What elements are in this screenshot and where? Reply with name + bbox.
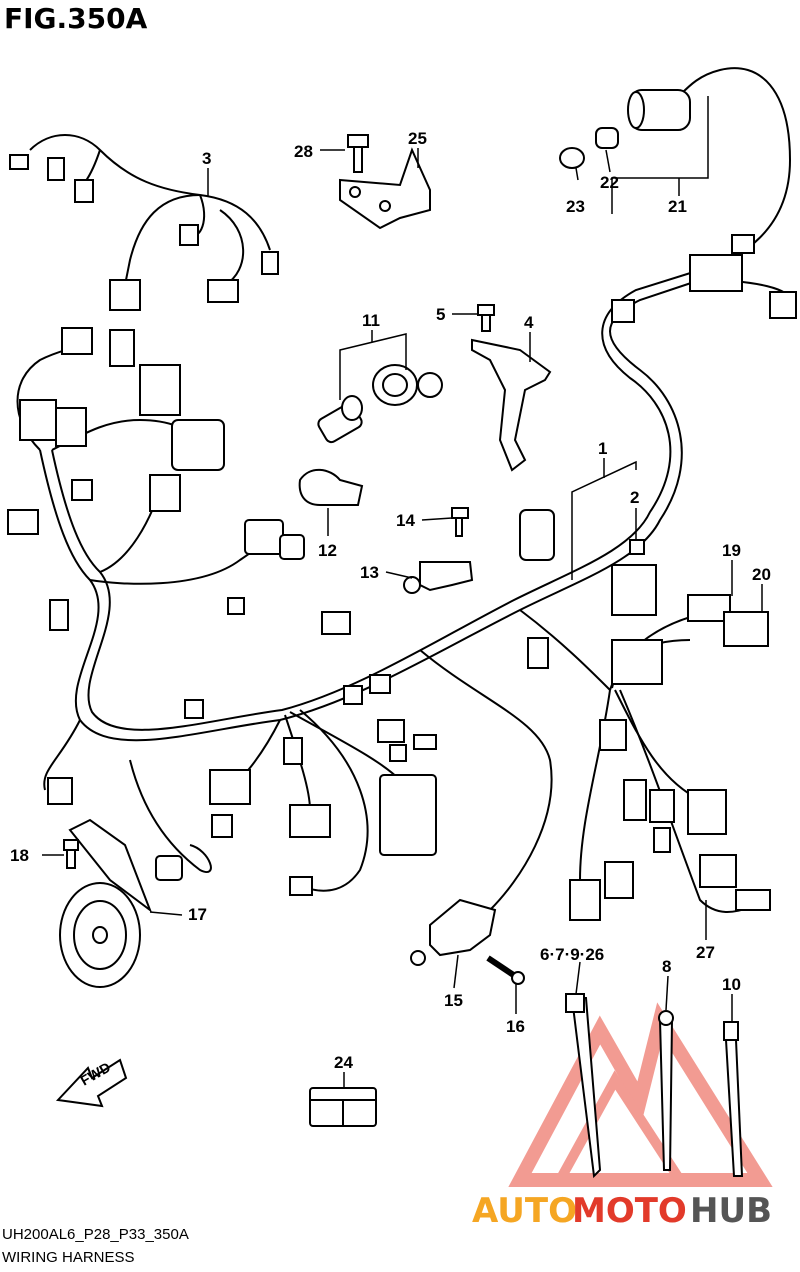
watermark-logo [508, 1002, 773, 1187]
callout-22: 22 [600, 173, 619, 192]
cable-ties [565, 993, 744, 1179]
callout-8: 8 [662, 957, 671, 976]
leader-lines [42, 96, 763, 1088]
callout-19: 19 [722, 541, 741, 560]
horn-17 [59, 818, 153, 988]
switch-15 [410, 898, 525, 985]
watermark-text: AUTO MOTO HUB [472, 1191, 772, 1231]
label-24 [309, 1087, 377, 1127]
callout-10: 10 [722, 975, 741, 994]
callout-14: 14 [396, 511, 415, 530]
callout-21: 21 [668, 197, 687, 216]
center-connectors [155, 611, 437, 896]
callout-3: 3 [202, 149, 211, 168]
callout-18: 18 [10, 846, 29, 865]
left-connector-cluster [7, 327, 305, 805]
callout-24: 24 [334, 1053, 353, 1072]
watermark-word-3: HUB [690, 1191, 772, 1231]
switch-13 [403, 507, 474, 594]
callout-16: 16 [506, 1017, 525, 1036]
sub-harness-3 [9, 134, 279, 311]
callout-2: 2 [630, 488, 639, 507]
callout-20: 20 [752, 565, 771, 584]
callout-28: 28 [294, 142, 313, 161]
callout-17: 17 [188, 905, 207, 924]
callout-27: 27 [696, 943, 715, 962]
callout-12: 12 [318, 541, 337, 560]
callout-25: 25 [408, 129, 427, 148]
callout-11: 11 [362, 311, 380, 330]
bracket-25 [339, 134, 431, 230]
watermark-word-2: MOTO [572, 1191, 687, 1231]
callout-15: 15 [444, 991, 463, 1010]
pad-12 [298, 468, 364, 506]
callout-23: 23 [566, 197, 585, 216]
figure-title: FIG.350A [4, 2, 148, 35]
figure-name: WIRING HARNESS [2, 1249, 135, 1266]
watermark-word-1: AUTO [472, 1191, 577, 1231]
callout-13: 13 [360, 563, 379, 582]
callout-4: 4 [524, 313, 534, 332]
callout-1: 1 [598, 439, 607, 458]
right-connectors [519, 234, 797, 921]
callout-5: 5 [436, 305, 445, 324]
bracket-4 [471, 304, 552, 472]
forward-arrow: FWD [55, 1058, 128, 1108]
callout-6-7-9-26: 6·7·9·26 [540, 945, 604, 964]
figure-code: UH200AL6_P28_P33_350A [2, 1226, 189, 1243]
part-21-22-23 [559, 89, 691, 169]
socket-11 [317, 364, 443, 444]
callout-labels: 3 28 25 23 22 21 11 5 4 1 2 14 12 13 19 … [10, 129, 771, 1072]
